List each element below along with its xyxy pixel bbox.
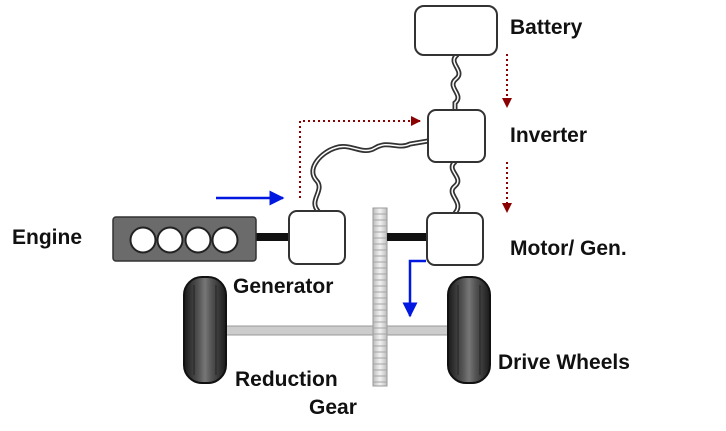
motor-to-wheels-arrow	[402, 259, 426, 318]
reduction-gear	[372, 207, 388, 387]
generator-label: Generator	[233, 275, 333, 298]
engine-generator-shaft	[256, 233, 289, 241]
reduction-gear-label-line2: Gear	[309, 396, 357, 419]
battery-box	[414, 5, 498, 56]
engine-block	[112, 216, 257, 262]
inverter-label: Inverter	[510, 124, 587, 147]
generator-box	[288, 210, 346, 265]
axle	[224, 325, 456, 336]
battery-label: Battery	[510, 16, 583, 39]
inverter-box	[427, 109, 486, 163]
electrical-cables	[310, 52, 462, 216]
drive-wheels-label: Drive Wheels	[498, 351, 630, 374]
motor-gear-shaft	[387, 233, 427, 241]
generator-to-inverter-arrow	[299, 116, 421, 198]
engine-label: Engine	[12, 226, 82, 249]
motor-generator-label: Motor/ Gen.	[510, 237, 627, 260]
motor-generator-box	[426, 212, 484, 266]
left-drive-wheel	[183, 276, 227, 384]
reduction-gear-label-line1: Reduction	[235, 368, 338, 391]
right-drive-wheel	[447, 276, 491, 384]
